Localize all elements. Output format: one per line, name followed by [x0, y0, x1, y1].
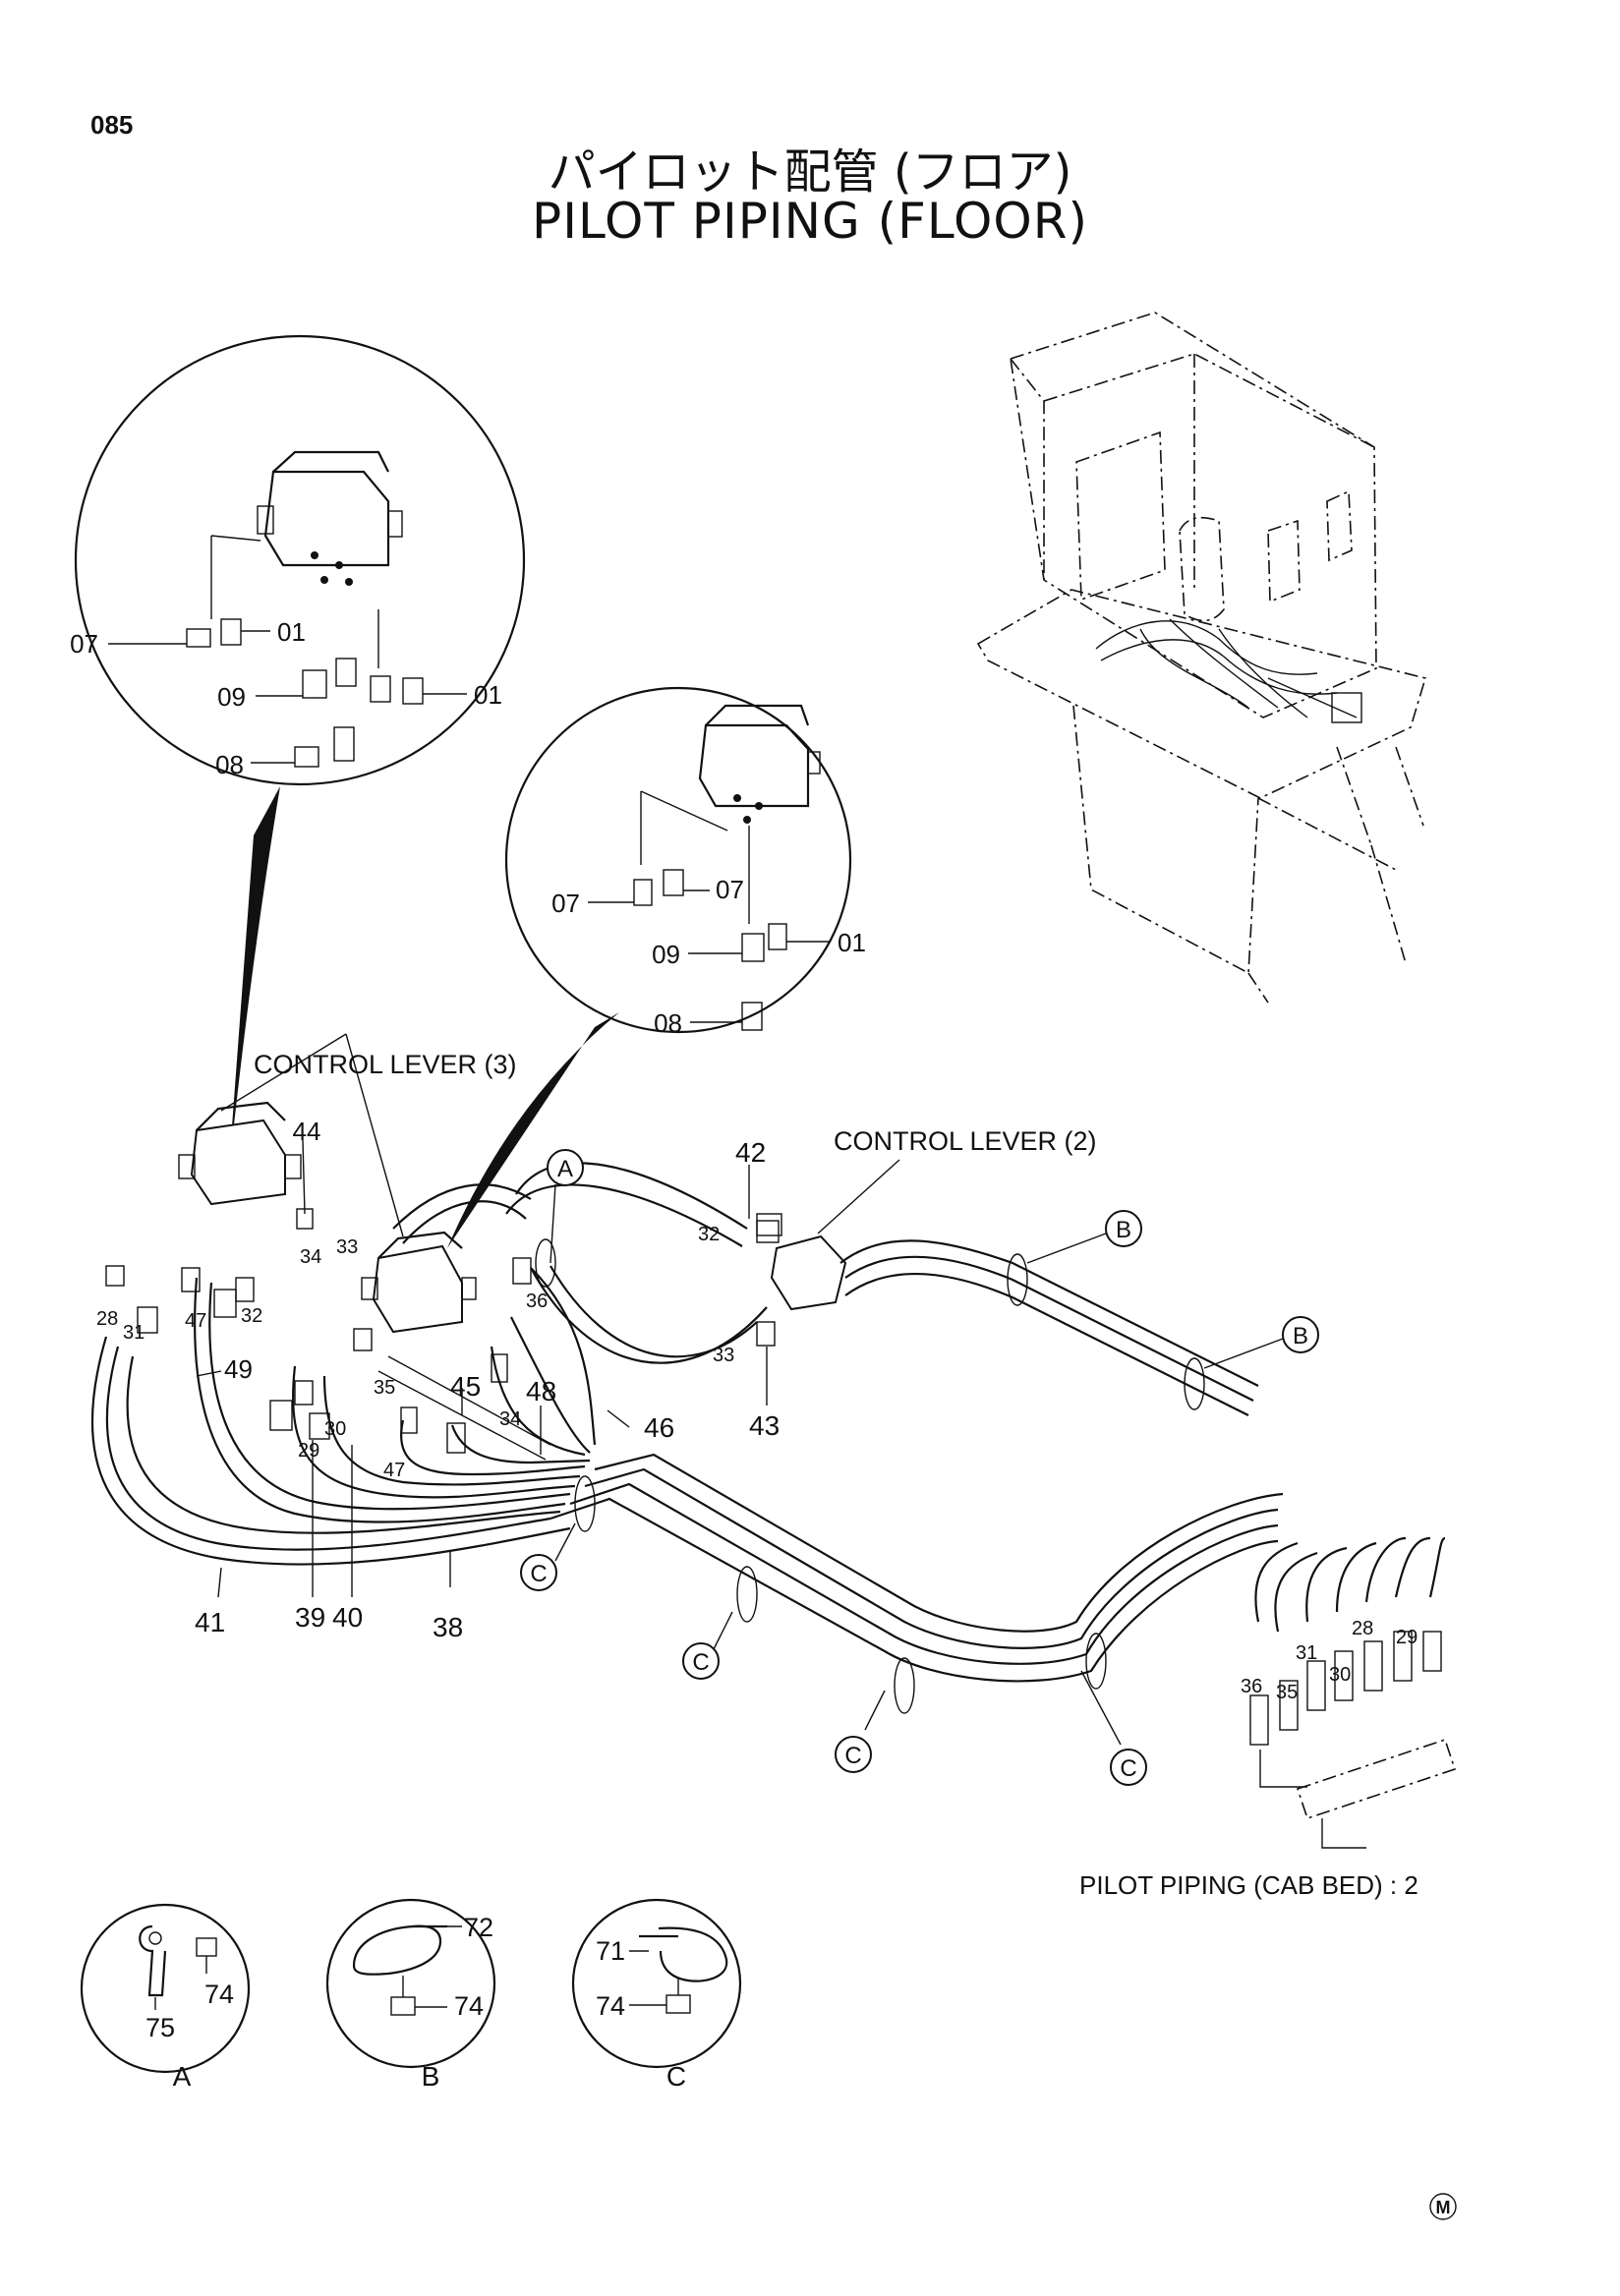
- part-label: 49: [224, 1354, 253, 1384]
- zone-marker-c: C: [835, 1736, 872, 1773]
- svg-text:C: C: [844, 1743, 861, 1769]
- detail-view-right: 07 07 09 01 08: [447, 686, 866, 1248]
- detail-right-label: 07: [716, 875, 744, 904]
- part-label: 33: [336, 1236, 358, 1258]
- detail-left-label: 01: [474, 680, 502, 710]
- inset-b: 72 74 B: [325, 1898, 496, 2092]
- part-label: 30: [324, 1418, 346, 1440]
- inset-a: 75 74 A: [80, 1903, 251, 2092]
- cab-drawing: [976, 312, 1427, 1004]
- detail-right-label: 09: [652, 940, 680, 969]
- title-japanese: パイロット配管 (フロア): [548, 144, 1072, 200]
- zone-marker-b: B: [1282, 1316, 1319, 1353]
- corner-mark: M: [1429, 2193, 1457, 2220]
- part-label: 36: [526, 1291, 548, 1312]
- part-label: 38: [433, 1612, 463, 1642]
- part-label: 32: [241, 1305, 262, 1327]
- inset-c-tag: C: [666, 2061, 686, 2092]
- part-label: 45: [450, 1371, 481, 1402]
- part-label: 42: [735, 1137, 766, 1168]
- svg-text:B: B: [1116, 1217, 1131, 1243]
- part-label: 39: [295, 1602, 325, 1633]
- detail-left-label: 01: [277, 617, 306, 647]
- part-label: 46: [644, 1412, 674, 1443]
- svg-text:C: C: [1120, 1755, 1136, 1782]
- bed-label: 30: [1329, 1664, 1351, 1686]
- svg-text:M: M: [1436, 2198, 1451, 2217]
- control-lever-3-callout: CONTROL LEVER (3): [254, 1050, 517, 1079]
- inset-a-tag: A: [173, 2061, 192, 2092]
- part-label: 33: [713, 1345, 734, 1366]
- control-lever-2-callout: CONTROL LEVER (2): [834, 1126, 1097, 1156]
- inset-c: 71 74 C: [571, 1898, 742, 2092]
- page-number: 085: [90, 110, 134, 140]
- inset-a-part: 75: [145, 2013, 175, 2042]
- part-label: 35: [374, 1377, 395, 1399]
- inset-c-part: 71: [596, 1936, 625, 1966]
- part-label: 29: [298, 1440, 319, 1462]
- zone-marker-a: A: [547, 1149, 584, 1186]
- zone-marker-b: B: [1105, 1210, 1142, 1247]
- zone-marker-c: C: [1110, 1749, 1147, 1786]
- part-label: 43: [749, 1410, 780, 1441]
- inset-b-part: 74: [454, 1991, 484, 2021]
- inset-a-part: 74: [204, 1980, 234, 2009]
- part-label: 31: [123, 1322, 145, 1344]
- detail-right-label: 08: [654, 1008, 682, 1038]
- part-label: 48: [526, 1376, 556, 1406]
- detail-view-left: 07 01 09 01 08: [70, 334, 526, 1179]
- cab-bed-reference: PILOT PIPING (CAB BED) : 2: [1079, 1870, 1418, 1900]
- bed-label: 35: [1276, 1682, 1298, 1703]
- svg-text:C: C: [692, 1649, 709, 1676]
- detail-left-label: 07: [70, 629, 98, 659]
- detail-right-label: 01: [838, 928, 866, 957]
- inset-b-part: 72: [464, 1913, 493, 1942]
- bed-label: 28: [1352, 1618, 1373, 1639]
- part-label: 34: [300, 1246, 321, 1268]
- svg-text:A: A: [557, 1156, 573, 1182]
- svg-text:C: C: [530, 1561, 547, 1587]
- detail-right-label: 07: [551, 889, 580, 918]
- detail-left-label: 08: [215, 750, 244, 779]
- part-label: 44: [293, 1117, 321, 1146]
- main-assembly: 44 28 31 47 49 32 34 33 35 29 30 39 40 4…: [90, 1033, 1457, 1900]
- inset-b-tag: B: [422, 2061, 440, 2092]
- part-label: 47: [383, 1460, 405, 1481]
- title-english: PILOT PIPING (FLOOR): [532, 193, 1088, 250]
- part-label: 28: [96, 1308, 118, 1330]
- part-label: 34: [499, 1408, 521, 1430]
- bed-label: 29: [1396, 1627, 1418, 1648]
- inset-c-part: 74: [596, 1991, 625, 2021]
- zone-marker-c: C: [520, 1554, 557, 1591]
- zone-marker-c: C: [682, 1642, 720, 1680]
- svg-text:B: B: [1293, 1323, 1308, 1349]
- part-label: 47: [185, 1310, 206, 1332]
- part-label: 32: [698, 1224, 720, 1245]
- bed-label: 31: [1296, 1642, 1317, 1664]
- detail-left-label: 09: [217, 682, 246, 712]
- part-label: 40: [332, 1602, 363, 1633]
- bed-label: 36: [1241, 1676, 1262, 1697]
- part-label: 41: [195, 1607, 225, 1637]
